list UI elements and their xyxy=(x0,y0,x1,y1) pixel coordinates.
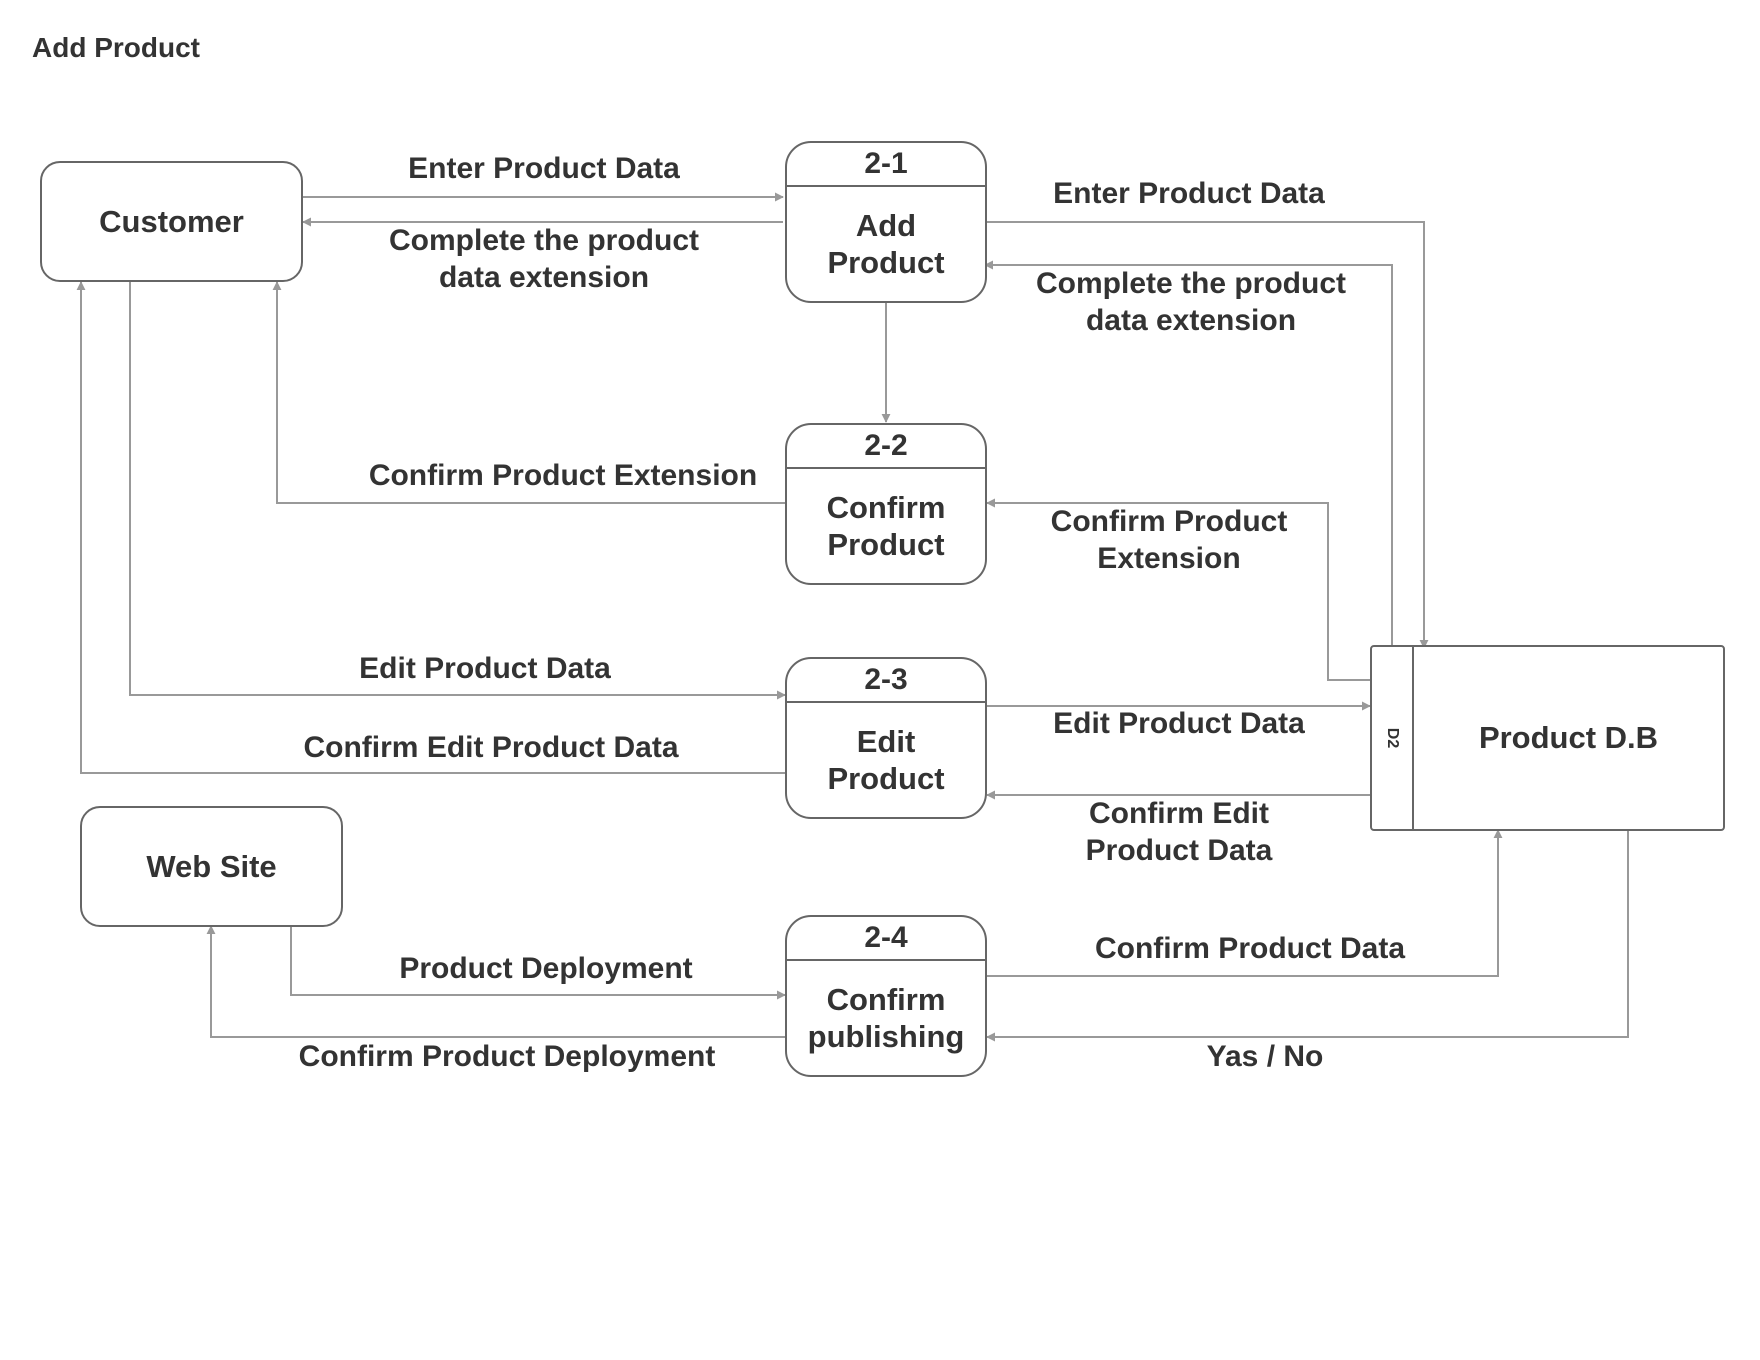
process-id: 2-3 xyxy=(787,659,985,703)
flow-label-db-to-edit: Confirm Edit Product Data xyxy=(1085,797,1273,867)
flow-label-edit-to-db: Edit Product Data xyxy=(1053,707,1305,740)
flow-label-customer-to-add: Enter Product Data xyxy=(408,152,680,185)
data-store-id: D2 xyxy=(1384,727,1401,749)
flow-label-add-to-db: Enter Product Data xyxy=(1053,177,1325,210)
arrow-db-to-confirm-publishing xyxy=(986,830,1629,1042)
arrow-db-to-add-product xyxy=(984,260,1393,645)
arrow-website-to-confirm-publishing xyxy=(290,926,786,1000)
entity-web-site-label: Web Site xyxy=(146,848,277,884)
entity-web-site[interactable]: Web Site xyxy=(80,806,343,927)
flow-label-website-to-publish: Product Deployment xyxy=(399,952,693,985)
arrow-confirm-publishing-to-db xyxy=(987,829,1503,977)
arrow-add-product-to-db xyxy=(985,221,1429,649)
entity-customer-label: Customer xyxy=(99,203,244,239)
flow-label-customer-to-edit: Edit Product Data xyxy=(359,652,611,685)
process-name: Confirm publishing xyxy=(807,982,965,1054)
process-id: 2-2 xyxy=(787,425,985,469)
process-name: Add Product xyxy=(827,208,945,280)
arrow-db-to-confirm-product xyxy=(986,498,1370,681)
flow-label-publish-to-website: Confirm Product Deployment xyxy=(298,1040,716,1073)
data-store-name: Product D.B xyxy=(1478,720,1659,755)
process-add-product[interactable]: 2-1 Add Product xyxy=(785,141,987,303)
page-title: Add Product xyxy=(32,32,200,63)
process-edit-product[interactable]: 2-3 Edit Product xyxy=(785,657,987,819)
flow-label-add-to-customer: Complete the product data extension xyxy=(388,224,700,294)
arrow-customer-to-edit-product xyxy=(129,282,786,700)
process-confirm-publishing[interactable]: 2-4 Confirm publishing xyxy=(785,915,987,1077)
process-name: Confirm Product xyxy=(826,490,946,562)
entity-customer[interactable]: Customer xyxy=(40,161,303,282)
data-store-product-db[interactable]: D2 Product D.B xyxy=(1370,645,1725,831)
data-store-id-cell: D2 xyxy=(1372,647,1414,829)
flow-label-edit-to-customer: Confirm Edit Product Data xyxy=(303,731,679,764)
arrow-edit-product-to-customer xyxy=(76,281,785,774)
flow-label-confirm-to-customer: Confirm Product Extension xyxy=(368,459,758,492)
arrow-confirm-product-to-customer xyxy=(272,281,785,504)
arrow-confirm-publishing-to-website xyxy=(206,925,785,1038)
process-id: 2-1 xyxy=(787,143,985,187)
process-confirm-product[interactable]: 2-2 Confirm Product xyxy=(785,423,987,585)
flow-label-db-to-add: Complete the product data extension xyxy=(1035,267,1347,337)
flow-label-db-to-confirm: Confirm Product Extension xyxy=(1050,505,1288,575)
process-id: 2-4 xyxy=(787,917,985,961)
flow-label-db-to-publish: Yas / No xyxy=(1206,1040,1324,1073)
process-name: Edit Product xyxy=(827,724,945,796)
flow-label-publish-to-db: Confirm Product Data xyxy=(1094,932,1406,965)
